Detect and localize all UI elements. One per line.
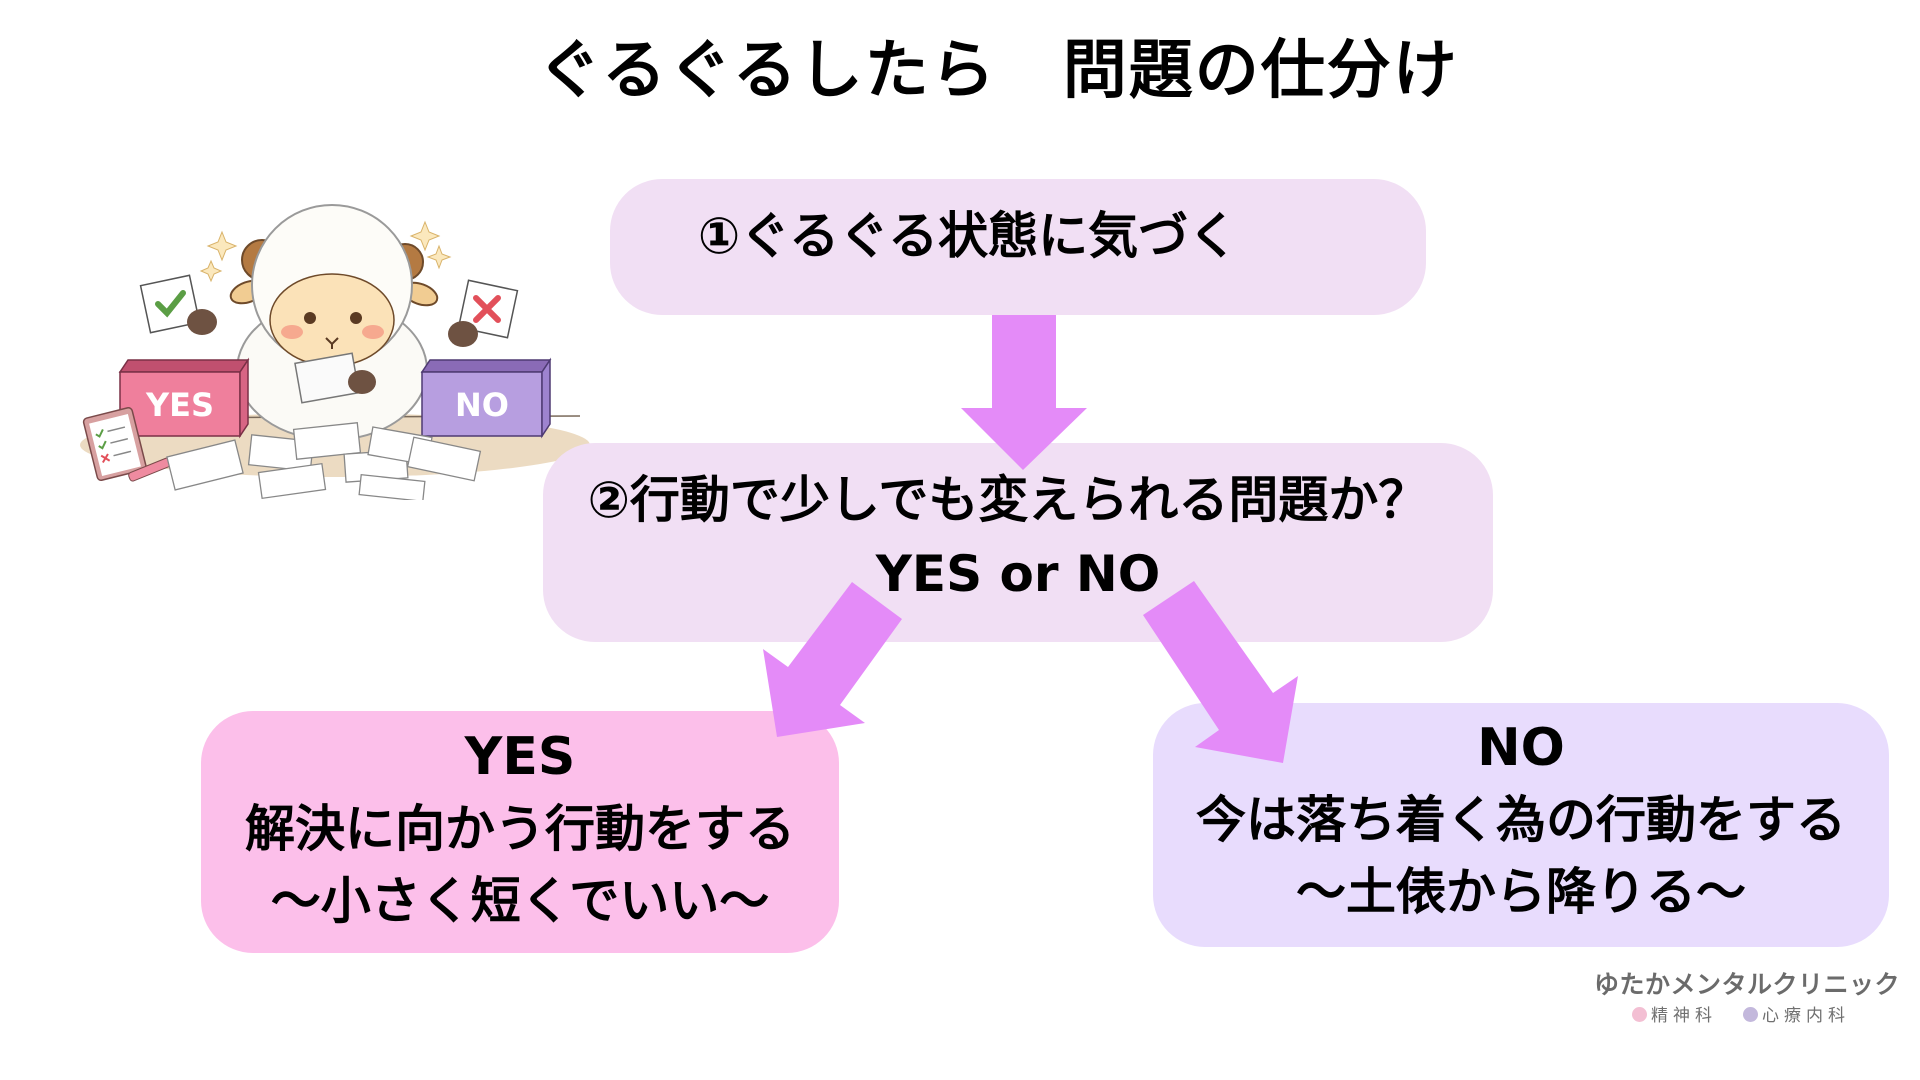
department-psychiatry: 精神科 (1632, 1006, 1717, 1026)
step2-question: ②行動で少しでも変えられる問題か？ (587, 471, 1429, 529)
no-branch-box: NO 今は落ち着く為の行動をする ～土俵から降りる～ (1153, 703, 1889, 947)
sheep-cheek-left (281, 325, 303, 339)
clinic-departments: 精神科 心療内科 (1632, 1004, 1900, 1028)
clipboard-icon (82, 407, 147, 482)
sheep-mouth (325, 337, 339, 349)
sheep-eye-left (304, 312, 316, 324)
yes-box: YES (118, 357, 250, 439)
scattered-papers (166, 422, 482, 500)
check-card (139, 274, 201, 334)
page-title: ぐるぐるしたら 問題の仕分け (537, 34, 1459, 108)
no-note: ～土俵から降りる～ (1296, 863, 1746, 921)
sheep-hand (348, 370, 376, 394)
sheep-hand-right (448, 321, 478, 347)
clinic-logo: ゆたかメンタルクリニック 精神科 心療内科 (1590, 968, 1900, 1028)
step2-box: ②行動で少しでも変えられる問題か？ YES or NO (543, 443, 1493, 642)
yes-note: ～小さく短くでいい～ (270, 872, 770, 930)
sheep-cheek-right (362, 325, 384, 339)
no-box: NO (420, 357, 552, 439)
step2-choice: YES or NO (875, 545, 1161, 603)
department-psychosomatic: 心療内科 (1743, 1006, 1850, 1026)
cross-icon (473, 295, 501, 323)
sheep-eye-right (350, 312, 362, 324)
purple-dot-icon (1743, 1007, 1758, 1022)
yes-action: 解決に向かう行動をする (245, 800, 795, 858)
yes-branch-box: YES 解決に向かう行動をする ～小さく短くでいい～ (201, 711, 839, 953)
yes-box-label: YES (145, 386, 214, 424)
no-box-label: NO (455, 386, 509, 424)
step1-box: ①ぐるぐる状態に気づく (610, 179, 1426, 315)
sheep-face (269, 273, 395, 367)
yes-label: YES (464, 727, 576, 787)
no-action: 今は落ち着く為の行動をする (1196, 791, 1846, 849)
no-label: NO (1477, 718, 1565, 778)
pink-dot-icon (1632, 1007, 1647, 1022)
check-icon (155, 290, 186, 318)
step1-text: ①ぐるぐる状態に気づく (697, 207, 1239, 265)
sparkle-icon (199, 220, 452, 283)
sheep-hand-left (187, 309, 217, 335)
sheep-sorting-illustration: YES NO (80, 204, 590, 500)
clinic-name: ゆたかメンタルクリニック (1593, 970, 1900, 999)
